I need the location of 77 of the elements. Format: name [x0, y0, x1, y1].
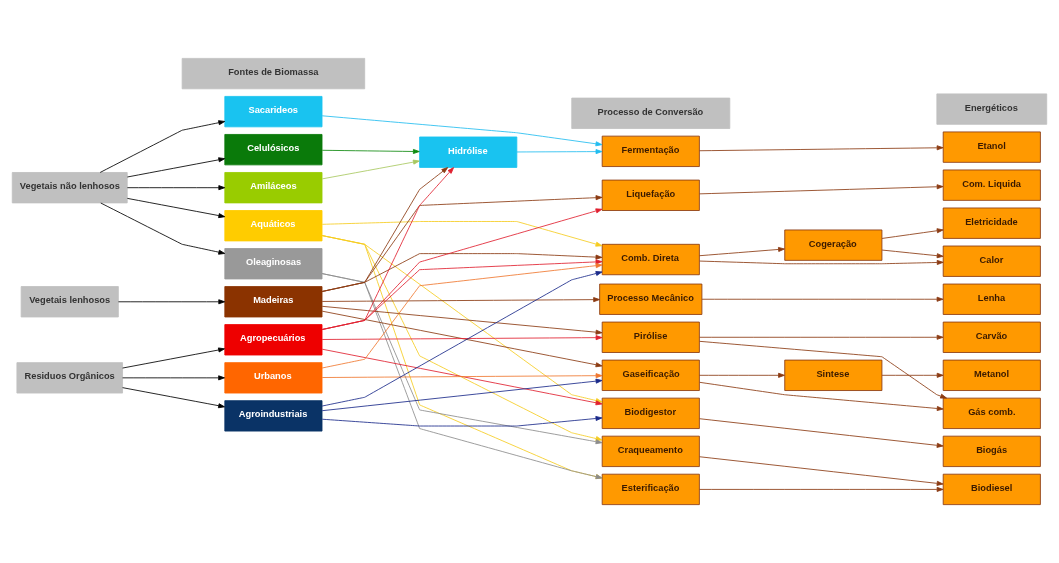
node-box: Vegetais não lenhosos	[11, 172, 128, 204]
node-box: Biodiesel	[942, 473, 1041, 506]
node-box: Cogeração	[784, 229, 883, 261]
arrow	[321, 253, 603, 292]
arrow	[122, 387, 225, 409]
arrow	[321, 208, 603, 330]
arrow	[699, 340, 947, 399]
arrow	[118, 299, 226, 305]
arrow	[321, 297, 600, 303]
node-box: Processo de Conversão	[571, 97, 731, 129]
node-box: Residuos Orgânicos	[16, 362, 123, 394]
node-box: Hidrólise	[419, 136, 518, 168]
arrow	[698, 372, 785, 378]
arrow	[321, 373, 603, 379]
arrow	[122, 375, 225, 381]
arrow	[321, 335, 603, 341]
arrow	[699, 259, 944, 265]
arrow	[321, 115, 603, 147]
arrow	[699, 381, 944, 411]
node-box: Craqueamento	[601, 435, 700, 467]
arrow	[881, 249, 944, 259]
arrow	[321, 259, 603, 330]
node-box: Liquefação	[601, 179, 700, 211]
arrow	[881, 372, 944, 378]
node-box: Biogás	[942, 435, 1041, 467]
arrow	[122, 347, 225, 369]
node-box: Celulósicos	[224, 134, 323, 166]
node-box: Pirólise	[601, 321, 700, 353]
node-box: Processo Mecânico	[599, 283, 703, 315]
arrow	[699, 184, 944, 195]
arrow	[321, 416, 603, 427]
arrow	[321, 305, 603, 335]
node-box: Sintese	[784, 359, 883, 391]
arrow	[699, 456, 944, 486]
node-box: Oleaginosas	[224, 248, 323, 280]
node-box: Calor	[942, 245, 1041, 277]
arrow	[99, 120, 226, 173]
arrow	[321, 159, 420, 180]
arrow	[701, 296, 944, 302]
node-box: Amiláceos	[224, 172, 323, 204]
arrow	[699, 486, 944, 492]
node-box: Vegetais lenhosos	[20, 286, 119, 318]
node-box: Agroindustriais	[224, 400, 323, 432]
node-box: Fontes de Biomassa	[181, 57, 366, 90]
node-box: Eletricidade	[942, 207, 1041, 239]
node-box: Fermentação	[601, 135, 700, 167]
arrow	[321, 310, 603, 368]
node-box: Aquáticos	[224, 210, 323, 242]
arrow	[699, 418, 944, 448]
arrow	[321, 149, 420, 154]
arrow	[100, 202, 226, 255]
node-box: Lenha	[942, 283, 1041, 315]
node-box: Agropecuários	[224, 324, 323, 356]
arrow	[126, 197, 226, 219]
arrow	[699, 334, 944, 340]
node-box: Energéticos	[936, 93, 1048, 125]
node-box: Esterificação	[601, 473, 700, 506]
arrow	[126, 185, 226, 191]
arrow	[321, 195, 603, 292]
node-box: Com. Liquida	[942, 169, 1041, 201]
node-box: Biodigestor	[601, 397, 700, 429]
arrow	[698, 246, 785, 257]
node-box: Gás comb.	[942, 397, 1041, 429]
arrow	[699, 145, 944, 152]
arrow	[321, 221, 603, 247]
node-box: Etanol	[942, 131, 1041, 163]
node-box: Urbanos	[224, 362, 323, 394]
arrow	[126, 157, 226, 178]
node-box: Sacarideos	[224, 96, 323, 128]
node-box: Carvão	[942, 321, 1041, 353]
node-box: Madeiras	[224, 286, 323, 318]
arrow	[881, 228, 944, 239]
arrow	[516, 149, 603, 155]
arrow	[321, 263, 603, 369]
node-box: Comb. Direta	[601, 243, 700, 276]
node-box: Gaseificação	[601, 359, 700, 391]
node-box: Metanol	[942, 359, 1041, 391]
